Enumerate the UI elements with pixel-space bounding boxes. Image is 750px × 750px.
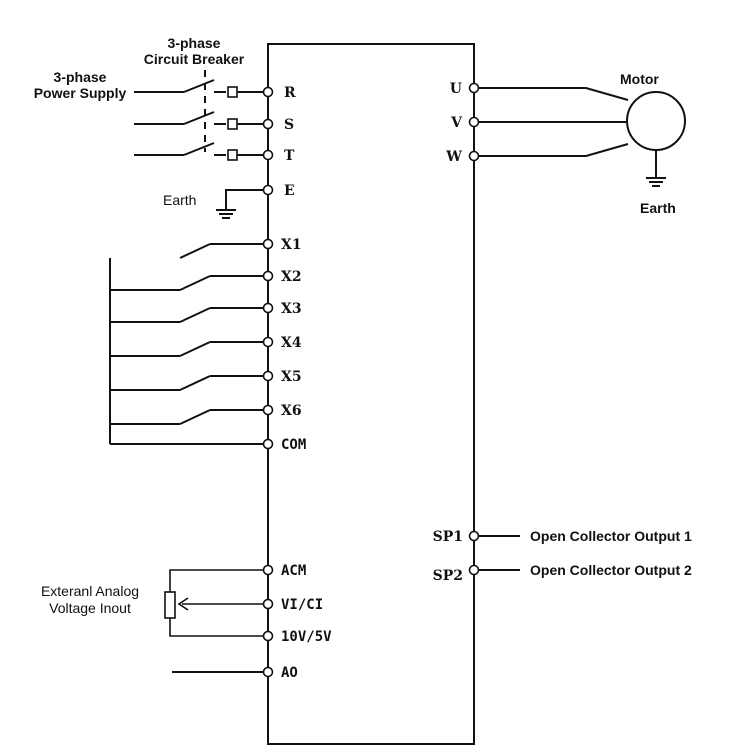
svg-text:U: U bbox=[450, 81, 462, 97]
potentiometer-icon bbox=[164, 569, 264, 637]
ground-left-icon bbox=[216, 189, 264, 219]
switch-x1 bbox=[179, 243, 264, 259]
supply-label-line2: Power Supply bbox=[34, 85, 127, 101]
terminal-10v-5v: 10V/5V bbox=[262, 629, 332, 645]
phase-r-wiring bbox=[134, 79, 264, 98]
switch-x4 bbox=[110, 341, 264, 357]
terminal-u: U bbox=[450, 81, 480, 97]
terminal-w: W bbox=[445, 149, 480, 165]
terminal-s: S bbox=[262, 117, 294, 133]
switch-x2 bbox=[110, 275, 264, 291]
terminal-e: E bbox=[262, 183, 295, 199]
switch-x5 bbox=[110, 375, 264, 391]
terminal-t: T bbox=[262, 148, 295, 164]
svg-text:X5: X5 bbox=[281, 369, 302, 385]
supply-label-line1: 3-phase bbox=[54, 69, 107, 85]
svg-text:COM: COM bbox=[281, 437, 306, 453]
svg-text:S: S bbox=[284, 117, 294, 133]
terminal-x4: X4 bbox=[262, 335, 302, 351]
terminal-r: R bbox=[262, 85, 296, 101]
phase-s-wiring bbox=[134, 111, 264, 130]
terminal-v: V bbox=[450, 115, 480, 131]
svg-text:E: E bbox=[284, 183, 295, 199]
svg-text:T: T bbox=[284, 148, 295, 164]
svg-text:X3: X3 bbox=[281, 301, 302, 317]
terminal-ao: AO bbox=[262, 665, 298, 681]
motor-wiring bbox=[474, 87, 629, 157]
terminal-x6: X6 bbox=[262, 403, 302, 419]
phase-t-wiring bbox=[134, 142, 264, 161]
breaker-label-line1: 3-phase bbox=[168, 35, 221, 51]
svg-text:X6: X6 bbox=[281, 403, 302, 419]
svg-text:ACM: ACM bbox=[281, 563, 306, 579]
svg-text:VI/CI: VI/CI bbox=[281, 597, 323, 613]
svg-text:R: R bbox=[284, 85, 296, 101]
breaker-label-line2: Circuit Breaker bbox=[144, 51, 245, 67]
drive-body bbox=[267, 43, 475, 745]
switch-x3 bbox=[110, 307, 264, 323]
motor-label: Motor bbox=[620, 71, 659, 87]
svg-text:SP2: SP2 bbox=[433, 568, 463, 584]
ground-right-icon bbox=[646, 150, 666, 187]
terminal-x1: X1 bbox=[262, 237, 302, 253]
motor-icon bbox=[626, 91, 686, 151]
svg-text:W: W bbox=[445, 149, 462, 165]
terminal-acm: ACM bbox=[262, 563, 306, 579]
svg-text:SP1: SP1 bbox=[433, 529, 463, 545]
earth-left-label: Earth bbox=[163, 192, 196, 208]
terminal-x5: X5 bbox=[262, 369, 302, 385]
svg-text:10V/5V: 10V/5V bbox=[281, 629, 332, 645]
svg-text:V: V bbox=[450, 115, 463, 131]
switch-x6 bbox=[110, 409, 264, 425]
svg-text:Open Collector Output 2: Open Collector Output 2 bbox=[530, 562, 692, 578]
analog-label-line2: Voltage Inout bbox=[49, 600, 131, 616]
svg-text:AO: AO bbox=[281, 665, 298, 681]
terminal-sp2: SP2 Open Collector Output 2 bbox=[433, 562, 692, 584]
terminal-x3: X3 bbox=[262, 301, 302, 317]
earth-right-label: Earth bbox=[640, 200, 676, 216]
svg-text:Open Collector Output 1: Open Collector Output 1 bbox=[530, 528, 692, 544]
analog-label-line1: Exteranl Analog bbox=[41, 583, 139, 599]
svg-text:X1: X1 bbox=[281, 237, 302, 253]
svg-text:X2: X2 bbox=[281, 269, 302, 285]
terminal-com: COM bbox=[262, 437, 306, 453]
terminal-sp1: SP1 Open Collector Output 1 bbox=[433, 528, 692, 545]
terminal-vi-ci: VI/CI bbox=[262, 597, 323, 613]
svg-text:X4: X4 bbox=[281, 335, 302, 351]
terminal-x2: X2 bbox=[262, 269, 302, 285]
